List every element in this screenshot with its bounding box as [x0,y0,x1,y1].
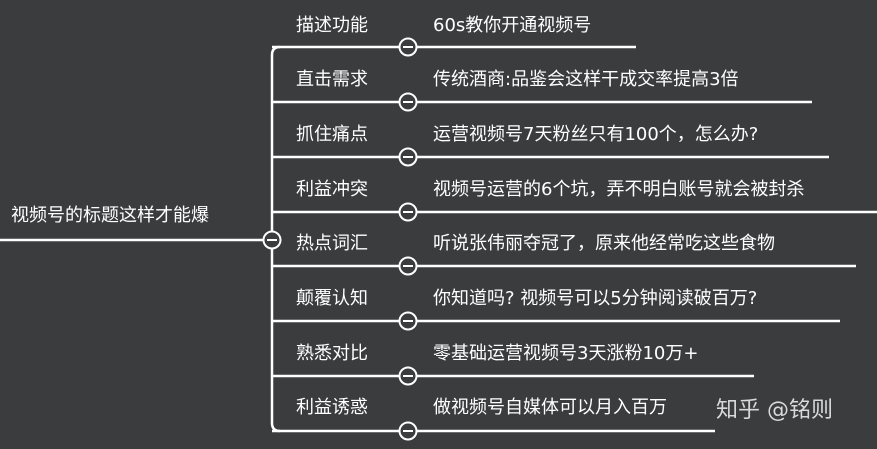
root-topic: 视频号的标题这样才能爆 [11,205,209,226]
branch-value-1: 60s教你开通视频号 [433,15,592,36]
branch-value-6: 你知道吗? 视频号可以5分钟阅读破百万? [433,288,758,309]
branch-label-7: 熟悉对比 [296,343,368,364]
branch-label-8: 利益诱惑 [296,397,368,418]
branch-label-4: 利益冲突 [296,179,368,200]
branch-value-8: 做视频号自媒体可以月入百万 [433,397,667,418]
branch-value-3: 运营视频号7天粉丝只有100个，怎么办? [433,124,759,145]
branch-value-2: 传统酒商:品鉴会这样干成交率提高3倍 [433,69,739,90]
watermark: 知乎 @铭则 [716,398,833,423]
branch-value-5: 听说张伟丽夺冠了，原来他经常吃这些食物 [433,233,775,254]
branch-value-7: 零基础运营视频号3天涨粉10万+ [433,343,699,364]
branch-value-4: 视频号运营的6个坑，弄不明白账号就会被封杀 [433,179,805,200]
branch-label-2: 直击需求 [296,69,368,90]
branch-label-5: 热点词汇 [296,233,368,254]
branch-label-6: 颠覆认知 [296,288,368,309]
branch-label-3: 抓住痛点 [296,124,368,145]
branch-label-1: 描述功能 [296,15,368,36]
